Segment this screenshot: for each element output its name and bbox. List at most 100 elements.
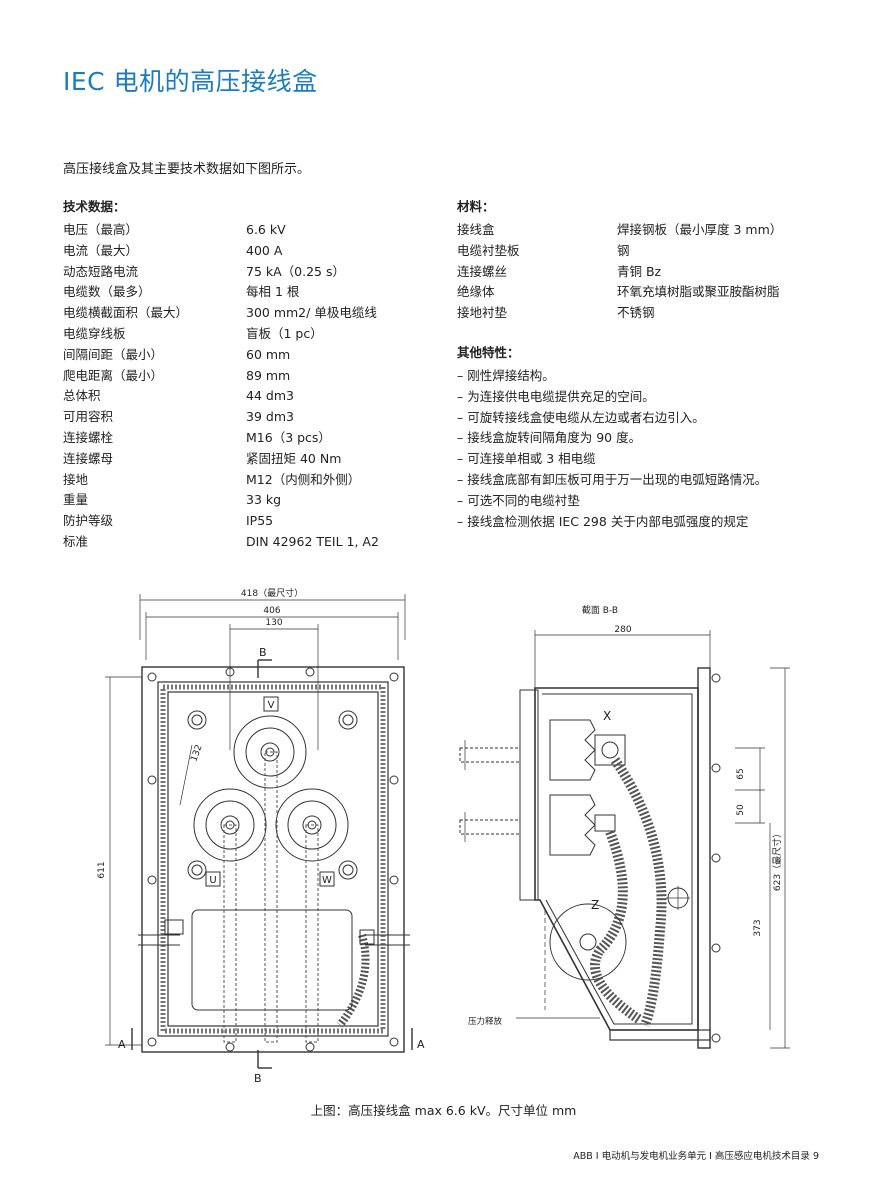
material-row: 接地衬垫 不锈钢: [457, 303, 837, 324]
tech-data-row-value: 6.6 kV: [246, 222, 286, 237]
tech-data-row: 动态短路电流 75 kA（0.25 s）: [63, 262, 403, 283]
tech-data-row-key: 连接螺栓: [63, 429, 114, 445]
front-view: [105, 594, 413, 1069]
materials-heading: 材料：: [457, 199, 495, 214]
tech-data-row-value: 39 dm3: [246, 409, 294, 425]
tech-data-row-key: 电缆横截面积（最大）: [63, 305, 189, 321]
feature-item: – 接线盒底部有卸压板可用于万一出现的电弧短路情况。: [457, 471, 768, 487]
tech-data-heading: 技术数据：: [63, 199, 126, 214]
tech-data-row: 接地 M12（内侧和外侧）: [63, 470, 403, 491]
section-title: 截面 B-B: [582, 604, 618, 616]
figure-caption: 上图：高压接线盒 max 6.6 kV。尺寸单位 mm: [310, 1103, 577, 1118]
material-row-key: 接线盒: [457, 222, 495, 237]
tech-data-row: 标准 DIN 42962 TEIL 1, A2: [63, 532, 403, 553]
dim-418-label: 418（最尺寸）: [241, 587, 303, 599]
material-row-key: 接地衬垫: [457, 305, 508, 321]
dim-50-label: 50: [736, 804, 746, 816]
section-b-bottom-label: B: [254, 1072, 262, 1085]
tech-data-row: 电缆数（最多） 每相 1 根: [63, 282, 403, 303]
tech-data-row-key: 可用容积: [63, 409, 114, 425]
tech-data-row-key: 接地: [63, 471, 89, 487]
dim-611-label: 611: [97, 861, 107, 878]
tech-data-row-key: 重量: [63, 492, 89, 508]
tech-data-row-value: 300 mm2/ 单极电缆线: [246, 305, 377, 321]
tech-data-row: 防护等级 IP55: [63, 511, 403, 532]
tech-data-row-value: DIN 42962 TEIL 1, A2: [246, 533, 379, 549]
material-row-key: 电缆衬垫板: [457, 242, 520, 258]
dim-406-label: 406: [263, 606, 280, 616]
tech-data-row: 连接螺栓 M16（3 pcs）: [63, 428, 403, 449]
dim-65-label: 65: [736, 768, 746, 779]
other-features-section: 其他特性： – 刚性焊接结构。– 为连接供电电缆提供充足的空间。– 可旋转接线盒…: [457, 342, 837, 532]
feature-item: – 可旋转接线盒使电缆从左边或者右边引入。: [457, 409, 705, 425]
material-row: 电缆衬垫板 钢: [457, 241, 837, 262]
material-row-value: 青铜 Bz: [617, 263, 662, 279]
other-features-heading: 其他特性：: [457, 345, 520, 360]
feature-item: – 可连接单相或 3 相电缆: [457, 451, 596, 467]
dim-373-label: 373: [753, 919, 763, 936]
tech-data-row-key: 总体积: [63, 388, 101, 404]
tech-data-row-key: 电缆穿线板: [63, 325, 126, 341]
page-title: IEC 电机的高压接线盒: [63, 67, 318, 96]
material-row-value: 钢: [617, 242, 630, 258]
tech-data-row: 总体积 44 dm3: [63, 386, 403, 407]
tech-data-row-key: 电压（最高）: [63, 222, 139, 237]
tech-data-row-value: IP55: [246, 513, 274, 529]
tech-data-row: 电流（最大） 400 A: [63, 241, 403, 262]
phase-v-label: V: [268, 700, 275, 711]
material-row: 绝缘体 环氧充填树脂或聚亚胺酯树脂: [457, 282, 837, 303]
dim-623-label: 623（最尺寸）: [771, 829, 783, 891]
tech-data-row: 爬电距离（最小）89 mm: [63, 366, 403, 387]
detail-x-label: X: [603, 709, 611, 723]
material-row-key: 连接螺丝: [457, 263, 508, 279]
tech-data-row-key: 电缆数（最多）: [63, 284, 151, 300]
tech-data-row-value: 紧固扭矩 40 Nm: [246, 450, 342, 466]
material-row-value: 不锈钢: [617, 305, 655, 321]
material-row: 接线盒 焊接钢板（最小厚度 3 mm）: [457, 220, 837, 241]
tech-data-row: 可用容积 39 dm3: [63, 407, 403, 428]
tech-data-row: 电缆穿线板 盲板（1 pc）: [63, 324, 403, 345]
phase-w-label: W: [322, 875, 332, 886]
intro-text: 高压接线盒及其主要技术数据如下图所示。: [63, 162, 311, 177]
page-footer: ABB I 电动机与发电机业务单元 I 高压感应电机技术目录 9: [573, 1151, 819, 1162]
tech-data-row-key: 动态短路电流: [63, 263, 139, 279]
feature-item: – 可选不同的电缆衬垫: [457, 492, 580, 508]
tech-data-row-value: 400 A: [246, 242, 283, 258]
dim-130-label: 130: [265, 618, 282, 628]
tech-data-row-value: 每相 1 根: [246, 284, 300, 300]
tech-data-row-key: 电流（最大）: [63, 242, 139, 258]
tech-data-row: 连接螺母 紧固扭矩 40 Nm: [63, 449, 403, 470]
tech-data-row-value: M12（内侧和外侧）: [246, 471, 361, 487]
tech-data-row: 电缆横截面积（最大） 300 mm2/ 单极电缆线: [63, 303, 403, 324]
section-b-top-label: B: [259, 646, 267, 659]
tech-data-row-value: 盲板（1 pc）: [246, 325, 323, 341]
section-a-right-label: A: [417, 1038, 425, 1051]
feature-item: – 接线盒检测依据 IEC 298 关于内部电弧强度的规定: [457, 513, 749, 529]
section-view: [459, 630, 790, 1049]
tech-data-row-key: 连接螺母: [63, 450, 114, 466]
dim-280-label: 280: [614, 625, 631, 635]
tech-data-row-key: 间隔间距（最小）: [63, 346, 164, 362]
tech-data-row: 间隔间距（最小） 60 mm: [63, 345, 403, 366]
tech-data-row-value: 33 kg: [246, 492, 282, 508]
technical-drawing: 418（最尺寸） 406 130 132 611 B B A A V U W 截…: [80, 580, 820, 1094]
drawing-svg: 418（最尺寸） 406 130 132 611 B B A A V U W 截…: [97, 587, 790, 1085]
tech-data-row-value: 75 kA（0.25 s）: [246, 263, 345, 279]
material-row-value: 焊接钢板（最小厚度 3 mm）: [617, 222, 783, 237]
feature-item: – 接线盒旋转间隔角度为 90 度。: [457, 430, 642, 446]
material-row: 连接螺丝 青铜 Bz: [457, 262, 837, 283]
tech-data-row-value: M16（3 pcs）: [246, 429, 331, 445]
detail-z-label: Z: [591, 898, 599, 912]
material-row-key: 绝缘体: [457, 284, 495, 300]
tech-data-row-value: 60 mm: [246, 346, 291, 362]
material-row-value: 环氧充填树脂或聚亚胺酯树脂: [617, 284, 780, 300]
tech-data-row: 重量 33 kg: [63, 490, 403, 511]
phase-u-label: U: [209, 875, 216, 886]
tech-data-row-key: 爬电距离（最小）: [63, 367, 164, 383]
feature-item: – 刚性焊接结构。: [457, 368, 555, 383]
tech-data-row-key: 标准: [63, 533, 89, 549]
pressure-relief-label: 压力释放: [468, 1016, 503, 1027]
section-a-left-label: A: [118, 1038, 126, 1051]
tech-data-row-value: 44 dm3: [246, 388, 294, 404]
tech-data-row-key: 防护等级: [63, 513, 114, 529]
